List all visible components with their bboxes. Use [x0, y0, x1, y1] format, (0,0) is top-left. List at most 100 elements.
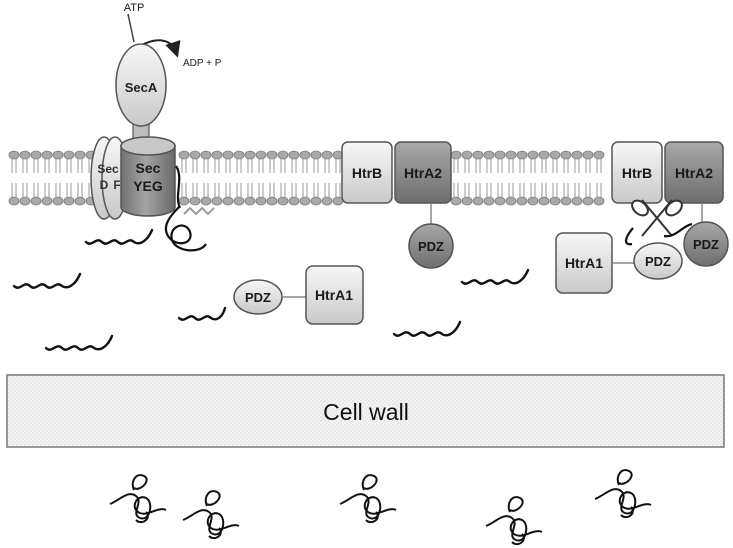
htrb-right: HtrB: [611, 141, 663, 204]
lipid-head: [549, 150, 561, 160]
folded-proteins: [109, 469, 652, 546]
lipid-head: [255, 150, 267, 160]
lipid-head: [494, 150, 506, 160]
pdz-center-label: PDZ: [245, 290, 271, 305]
lipid-head: [288, 150, 300, 160]
lipid-head: [266, 196, 278, 206]
lipid-head: [321, 196, 333, 206]
htra1-center-label: HtrA1: [315, 287, 353, 303]
lipid-head: [74, 150, 86, 160]
lipid-head: [41, 196, 53, 206]
htra2-right: HtrA2: [664, 141, 724, 204]
lipid-head: [178, 196, 190, 206]
lipid-head: [19, 196, 31, 206]
cell-wall: Cell wall: [6, 374, 725, 448]
secyeg-protein: Sec YEG: [120, 136, 182, 217]
lipid-head: [472, 196, 484, 206]
lipid-head: [277, 196, 289, 206]
peptide-3: [44, 334, 114, 351]
lipid-head: [582, 196, 594, 206]
adp-label: ADP + P: [183, 58, 222, 69]
lipid-head: [560, 150, 572, 160]
unfolded-peptides: [12, 228, 530, 351]
lipid-head: [41, 150, 53, 160]
lipid-head: [233, 150, 245, 160]
folded-protein-2: [182, 490, 240, 540]
lipid-head: [63, 196, 75, 206]
lipid-head: [505, 150, 517, 160]
folded-protein-4: [485, 496, 543, 546]
lipid-head: [527, 150, 539, 160]
cell-wall-label: Cell wall: [323, 399, 409, 425]
lipid-head: [450, 150, 462, 160]
lipid-bilayer: [8, 150, 605, 206]
lipid-head: [310, 196, 322, 206]
lipid-head: [571, 150, 583, 160]
htrb-right-label: HtrB: [622, 165, 652, 181]
seca-label: SecA: [125, 80, 158, 95]
lipid-head: [450, 196, 462, 206]
lipid-head: [560, 196, 572, 206]
lipid-head: [222, 196, 234, 206]
lipid-head: [189, 196, 201, 206]
atp-label: ATP: [124, 2, 145, 14]
lipid-head: [233, 196, 245, 206]
pdz-right-label: PDZ: [693, 237, 719, 252]
lipid-head: [211, 150, 223, 160]
lipid-head: [266, 150, 278, 160]
htrb-left-label: HtrB: [352, 165, 382, 181]
peptide-2: [12, 272, 82, 289]
peptide-1: [84, 228, 154, 245]
lipid-head: [461, 196, 473, 206]
lipid-head: [277, 150, 289, 160]
lipid-head: [52, 150, 64, 160]
lipid-head: [8, 196, 20, 206]
lipid-head: [461, 150, 473, 160]
htra2-right-label: HtrA2: [675, 165, 713, 181]
folding-protein: [164, 206, 207, 252]
pdz-domain-right-htra1: PDZ: [633, 242, 683, 280]
lipid-head: [8, 150, 20, 160]
lipid-head: [74, 196, 86, 206]
htra2-left: HtrA2: [394, 141, 452, 204]
htra2-left-label: HtrA2: [404, 165, 442, 181]
lipid-head: [19, 150, 31, 160]
lipid-head: [30, 196, 42, 206]
lipid-head: [200, 196, 212, 206]
lipid-head: [549, 196, 561, 206]
lipid-head: [483, 196, 495, 206]
lipid-head: [299, 150, 311, 160]
pdz-htra1-right-label: PDZ: [645, 254, 671, 269]
lipid-head: [255, 196, 267, 206]
lipid-head: [310, 150, 322, 160]
secdf-label-f: F: [113, 178, 120, 192]
htra1-right-label: HtrA1: [565, 255, 603, 271]
pdz-domain-left: PDZ: [408, 223, 454, 269]
lipid-head: [516, 196, 528, 206]
peptide-5: [392, 320, 462, 337]
lipid-head: [222, 150, 234, 160]
lipid-head: [63, 150, 75, 160]
lipid-head: [505, 196, 517, 206]
lipid-head: [321, 150, 333, 160]
htrb-left: HtrB: [341, 141, 393, 204]
lipid-head: [299, 196, 311, 206]
lipid-head: [538, 196, 550, 206]
scissors-icon: [631, 199, 683, 237]
lipid-head: [288, 196, 300, 206]
lipid-head: [494, 196, 506, 206]
lipid-head: [52, 196, 64, 206]
lipid-head: [30, 150, 42, 160]
peptide-4: [177, 306, 227, 321]
pdz-left-label: PDZ: [418, 239, 444, 254]
lipid-head: [571, 196, 583, 206]
htra1-center: HtrA1: [305, 265, 364, 325]
cleaved-signal-peptide: [183, 206, 215, 216]
secyeg-label-bottom: YEG: [133, 178, 163, 194]
pdz-domain-right: PDZ: [683, 221, 729, 267]
lipid-head: [211, 196, 223, 206]
lipid-head: [244, 150, 256, 160]
peptide-6: [460, 268, 530, 285]
lipid-head: [582, 150, 594, 160]
